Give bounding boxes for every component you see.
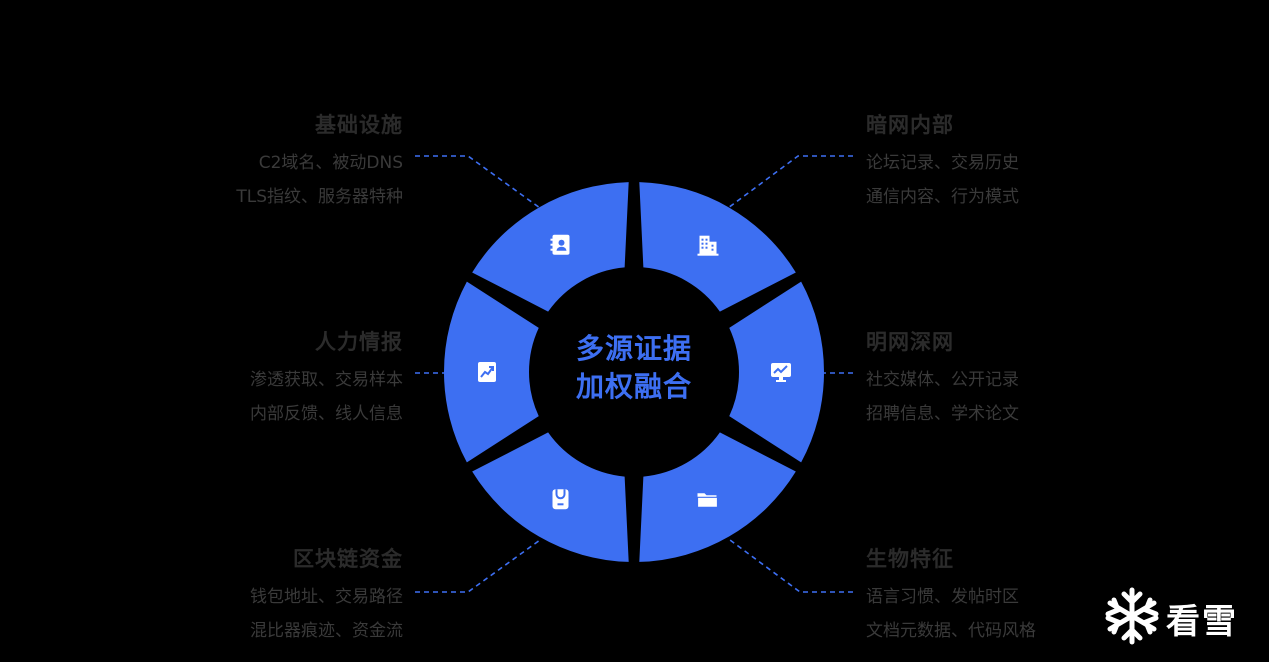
center-label-line1: 多源证据: [575, 332, 692, 365]
ring-segment-biometrics: [472, 432, 629, 562]
segment-icons: [478, 234, 791, 510]
label-line: C2域名、被动DNS: [258, 153, 403, 173]
watermark-text: 看雪: [1166, 602, 1238, 642]
ring-segment-infrastructure: [639, 182, 796, 312]
label-line: 通信内容、行为模式: [866, 187, 1019, 207]
label-line: 招聘信息、学术论文: [866, 404, 1019, 424]
label-line: 内部反馈、线人信息: [250, 404, 403, 424]
label-title: 人力情报: [315, 330, 403, 354]
center-label: 多源证据 加权融合: [534, 330, 734, 406]
label-line: TLS指纹、服务器特种: [236, 187, 403, 207]
connector-blockchain: [415, 539, 541, 593]
contact-book-icon: [550, 234, 570, 255]
label-title: 基础设施: [315, 113, 403, 137]
label-title: 暗网内部: [866, 113, 954, 137]
label-line: 语言习惯、发帖时区: [866, 587, 1019, 607]
connector-biometrics: [729, 539, 853, 593]
folder-icon: [696, 493, 719, 508]
label-blockchain: 区块链资金 钱包地址、交易路径 混比器痕迹、资金流: [143, 544, 403, 648]
label-line: 社交媒体、公开记录: [866, 370, 1019, 390]
label-biometrics: 生物特征 语言习惯、发帖时区 文档元数据、代码风格: [866, 544, 1126, 648]
label-line: 钱包地址、交易路径: [250, 587, 403, 607]
connector-infrastructure: [415, 155, 541, 209]
label-title: 区块链资金: [293, 547, 403, 571]
center-label-line2: 加权融合: [575, 370, 692, 403]
trend-chart-icon: [478, 362, 496, 382]
label-line: 文档元数据、代码风格: [866, 621, 1036, 641]
label-infrastructure: 基础设施 C2域名、被动DNS TLS指纹、服务器特种: [143, 110, 403, 214]
connector-lines: [415, 155, 853, 593]
connector-darkweb: [727, 155, 853, 209]
label-openweb: 明网深网 社交媒体、公开记录 招聘信息、学术论文: [866, 327, 1126, 431]
label-line: 混比器痕迹、资金流: [250, 621, 403, 641]
label-humint: 人力情报 渗透获取、交易样本 内部反馈、线人信息: [143, 327, 403, 431]
snowflake-icon: [1105, 587, 1159, 645]
monitor-chart-icon: [771, 363, 791, 382]
label-darkweb: 暗网内部 论坛记录、交易历史 通信内容、行为模式: [866, 110, 1126, 214]
label-title: 生物特征: [866, 547, 954, 571]
ring-segment-humint: [472, 182, 629, 312]
label-line: 论坛记录、交易历史: [866, 153, 1019, 173]
watermark-logo: 看雪: [1102, 584, 1262, 648]
label-line: 渗透获取、交易样本: [250, 370, 403, 390]
building-icon: [697, 235, 719, 256]
badge-icon: [552, 489, 569, 510]
label-title: 明网深网: [866, 330, 954, 354]
